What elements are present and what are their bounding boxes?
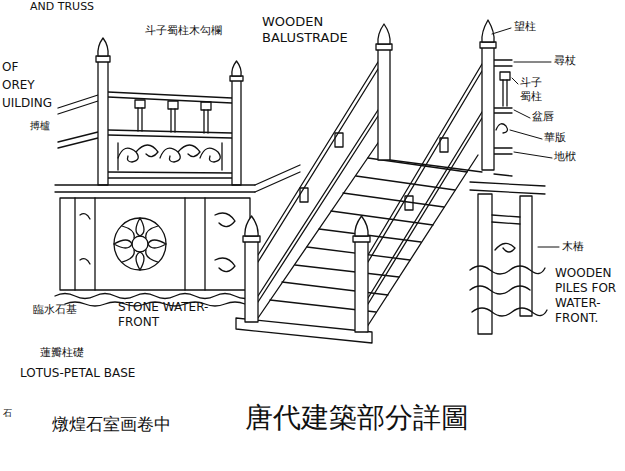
part-name: 望柱 [514,20,536,34]
part-name: 盆唇 [532,110,554,124]
partial-label: OF [2,60,18,75]
part-name: 搏櫨 [30,120,50,133]
part-name: WOODEN PILES FOR WATER-FRONT. [555,266,621,326]
upper-platform [390,20,547,334]
partial-label: AND TRUSS [30,0,94,14]
diagram-title: 唐代建築部分詳圖 [245,400,469,435]
partial-label: UILDING [2,96,52,111]
part-name: LOTUS-PETAL BASE [20,366,135,381]
part-name: 地栿 [554,150,576,164]
part-name: 臨水石基 [33,303,77,317]
part-name: 斗子蜀柱木勾欄 [145,24,222,38]
part-name: 華版 [544,131,566,145]
part-name: 木樁 [562,240,584,254]
stair [236,24,482,343]
part-name: STONE WATER-FRONT [118,300,214,330]
subtitle: 燉煌石室画卷中 [52,414,171,435]
part-name: WOODEN BALUSTRADE [262,14,362,47]
part-name: 尋杖 [554,54,576,68]
part-name: 蓮瓣柱礎 [40,346,84,360]
partial-label: 石 [3,408,12,419]
part-name: 蜀柱 [520,90,542,104]
part-name: 斗子 [520,76,542,90]
left-balustrade [58,38,243,185]
partial-label: OREY [2,78,35,93]
stone-waterfront [55,165,300,306]
